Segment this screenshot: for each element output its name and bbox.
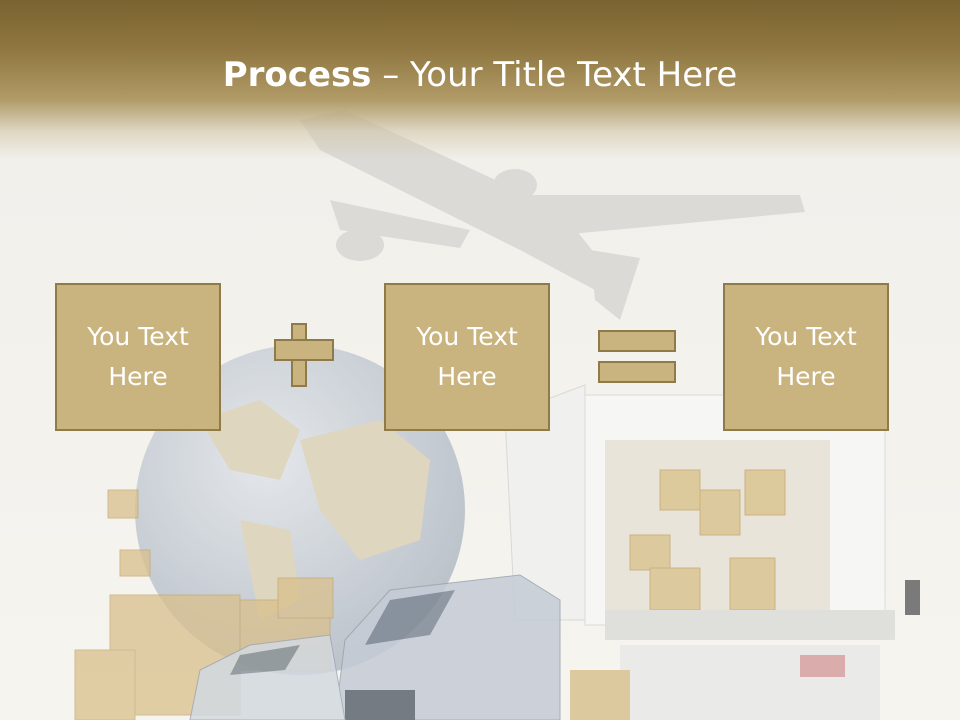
process-box-1-text: You Text Here xyxy=(87,322,189,391)
delivery-truck-graphic xyxy=(504,384,920,720)
vans-graphic xyxy=(189,574,561,720)
process-box-3-text: You Text Here xyxy=(755,322,857,391)
title-rest: – Your Title Text Here xyxy=(371,55,738,95)
slide-title: Process – Your Title Text Here xyxy=(0,52,960,98)
process-box-3[interactable]: You Text Here xyxy=(723,283,889,431)
title-bold: Process xyxy=(222,55,372,95)
title-bar: Process – Your Title Text Here xyxy=(0,0,960,160)
process-box-2[interactable]: You Text Here xyxy=(384,283,550,431)
process-box-1[interactable]: You Text Here xyxy=(55,283,221,431)
process-box-2-text: You Text Here xyxy=(416,322,518,391)
